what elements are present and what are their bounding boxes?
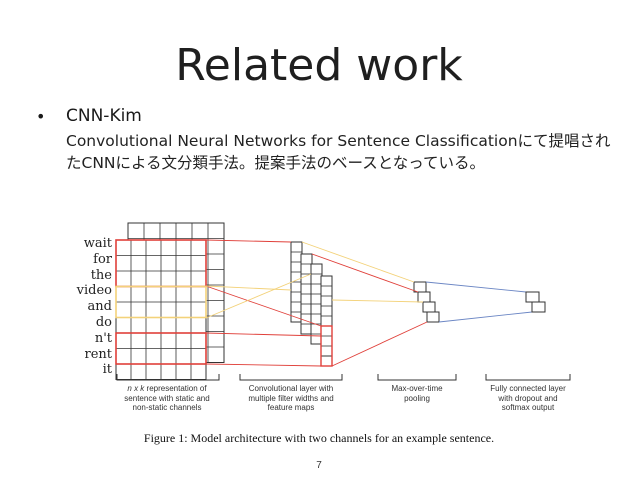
- conv-bracket: [239, 374, 343, 381]
- pooled-cell-1: [413, 281, 427, 293]
- conn-line: [205, 285, 292, 291]
- feature-map-highlight: [320, 325, 333, 367]
- word: the: [90, 267, 112, 283]
- word: for: [93, 251, 112, 267]
- conv-label: Convolutional layer with multiple filter…: [248, 384, 334, 412]
- conn-line: [311, 253, 419, 293]
- sentence-words: wait for the video and do n't rent it: [72, 236, 112, 378]
- word: rent: [84, 346, 112, 362]
- conn-line: [331, 299, 424, 303]
- conn-line: [205, 285, 322, 327]
- word: and: [87, 299, 112, 315]
- conn-line: [438, 311, 533, 323]
- pool-label: Max-over-time pooling: [391, 384, 443, 403]
- output-cell-2: [531, 301, 546, 313]
- figure-caption: Figure 1: Model architecture with two ch…: [143, 431, 495, 445]
- fc-label: Fully connected layer with dropout and s…: [490, 384, 566, 412]
- bullet-dot: •: [36, 107, 46, 126]
- filter-window-yellow: [115, 285, 207, 319]
- pooled-cell-2: [417, 291, 431, 303]
- pooled-cell-3: [422, 301, 436, 313]
- conn-line: [425, 281, 527, 293]
- bullet-description: Convolutional Neural Networks for Senten…: [66, 132, 611, 172]
- filter-window-red-bottom: [115, 332, 207, 365]
- conn-line: [301, 241, 415, 283]
- conn-line: [205, 363, 322, 367]
- output-cell-1: [525, 291, 540, 303]
- conn-line: [205, 239, 292, 243]
- input-label: n x k representation of sentence with st…: [124, 384, 210, 412]
- page-number: 7: [316, 460, 322, 471]
- fc-bracket: [485, 374, 571, 381]
- pool-bracket: [377, 374, 457, 381]
- bullet-heading: CNN-Kim: [66, 106, 142, 126]
- word: video: [76, 283, 112, 299]
- pooled-cell-4: [426, 311, 440, 323]
- slide-title: Related work: [175, 40, 463, 91]
- word: wait: [83, 236, 112, 251]
- conn-line: [331, 321, 428, 367]
- word: n't: [94, 330, 112, 346]
- conn-line: [205, 273, 312, 319]
- word: it: [102, 362, 112, 378]
- conn-line: [205, 332, 322, 337]
- word: do: [95, 314, 112, 330]
- input-bracket: [116, 374, 220, 381]
